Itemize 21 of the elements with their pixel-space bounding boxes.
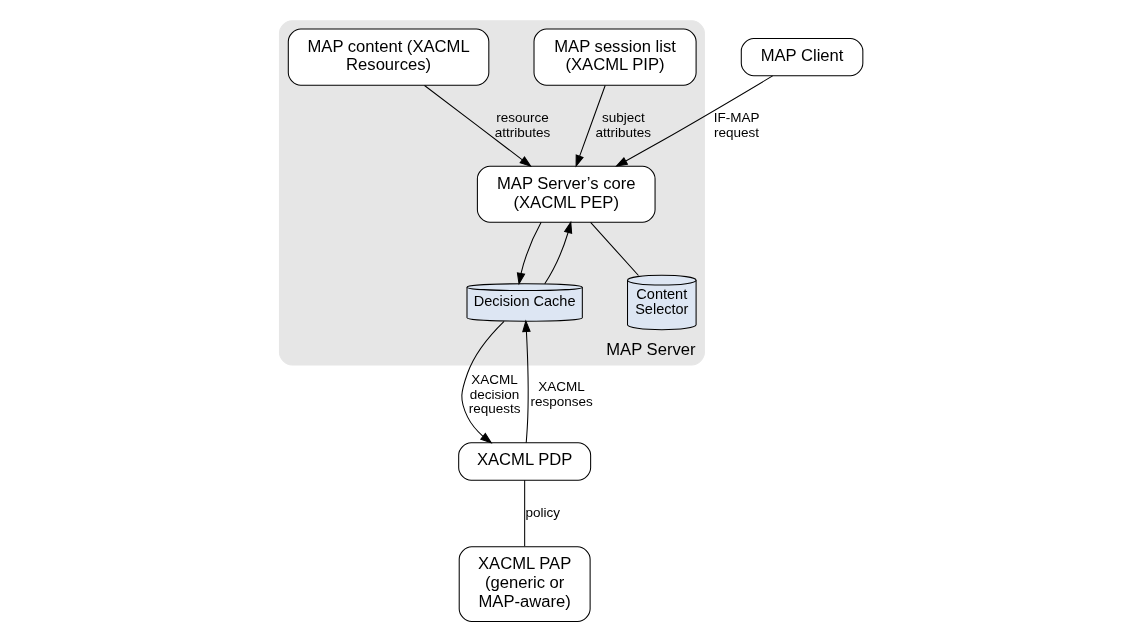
arrow [461,320,505,444]
edge-label: subject attributes [595,109,652,140]
arrow [424,85,532,168]
edge-label: policy [525,505,561,521]
arrow [522,319,531,444]
edge-label: IF-MAP request [713,109,760,140]
node-box: MAP session list (XACML PIP) [533,28,697,86]
node-box: MAP Server’s core (XACML PEP) [476,165,656,223]
node-box: MAP content (XACML Resources) [287,28,490,86]
node-box: MAP Client [740,37,864,77]
arrow [615,75,774,167]
arrow [575,85,606,168]
arrow [516,221,542,286]
node-box: XACML PDP [458,442,592,481]
arrow [544,220,573,285]
connector [524,479,526,547]
connector [590,221,639,277]
node-box: XACML PAP (generic or MAP-aware) [458,546,591,623]
edge-label: XACML decision requests [468,372,521,417]
edge-label: XACML responses [530,379,593,409]
edge-label: resource attributes [494,109,551,140]
